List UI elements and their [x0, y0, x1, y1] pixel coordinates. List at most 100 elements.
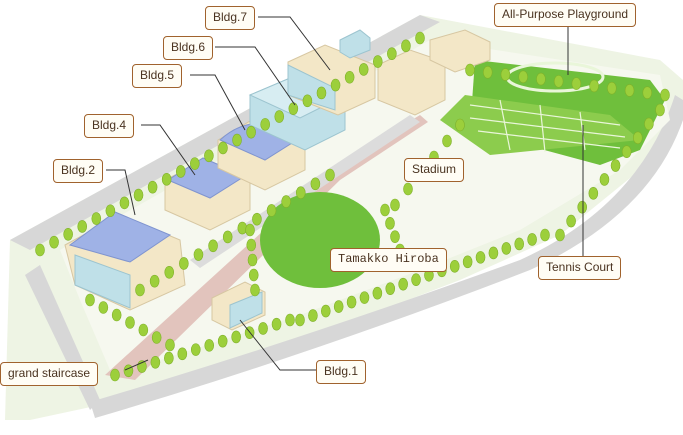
tree — [372, 286, 383, 300]
tree — [285, 313, 295, 327]
tennis-court-label[interactable]: Tennis Court — [538, 256, 622, 280]
tamakko-hiroba-label[interactable]: Tamakko Hiroba — [330, 248, 447, 272]
tree — [175, 165, 186, 178]
tree — [518, 70, 528, 84]
tree — [151, 331, 162, 344]
tree — [119, 196, 130, 210]
tree — [98, 301, 109, 314]
tree — [411, 273, 421, 287]
bldg1-label[interactable]: Bldg.1 — [316, 360, 367, 384]
tree — [231, 330, 241, 344]
tree — [385, 282, 396, 295]
tree — [358, 63, 369, 76]
tree — [85, 293, 95, 307]
tree — [281, 195, 291, 208]
tree — [387, 47, 397, 61]
tree — [252, 212, 262, 226]
tree — [527, 233, 537, 246]
leader-lines — [106, 16, 584, 371]
tree — [325, 168, 335, 182]
tree — [320, 304, 331, 318]
tree — [455, 118, 465, 132]
tree — [123, 364, 134, 378]
tennis-court-area — [440, 95, 640, 155]
tree — [250, 283, 260, 297]
tree — [271, 317, 282, 331]
tree — [465, 63, 475, 77]
tree — [501, 242, 512, 255]
tree — [295, 186, 306, 199]
tree — [449, 260, 460, 273]
tree — [555, 228, 565, 242]
tree — [133, 188, 144, 202]
tree — [588, 187, 599, 200]
tree — [193, 248, 204, 261]
stadium-label[interactable]: Stadium — [404, 158, 465, 182]
tree — [179, 257, 189, 270]
tree — [330, 78, 341, 92]
tree — [204, 339, 215, 352]
tree — [164, 351, 174, 365]
bldg7-building — [287, 29, 376, 116]
playground-label[interactable]: All-Purpose Playground — [494, 3, 637, 27]
tree — [138, 323, 149, 337]
bldg6-label[interactable]: Bldg.6 — [163, 36, 214, 60]
tree — [403, 182, 413, 196]
tree — [266, 204, 277, 217]
tree — [599, 173, 610, 186]
tree — [49, 235, 59, 249]
grand-staircase-label[interactable]: grand staircase — [0, 362, 99, 386]
tree — [77, 220, 88, 233]
tree — [644, 117, 654, 131]
tree — [571, 77, 582, 90]
tree — [589, 79, 599, 93]
bldg4-label[interactable]: Bldg.4 — [84, 114, 135, 138]
tree — [246, 238, 257, 252]
tree — [500, 68, 511, 81]
tree — [540, 228, 550, 242]
tree — [247, 253, 258, 267]
tamakko-hiroba-lawn — [260, 192, 380, 288]
tree — [190, 157, 200, 170]
tennis-court-lines — [469, 99, 626, 153]
tree — [390, 198, 400, 212]
tree — [566, 214, 576, 228]
tree — [632, 131, 643, 145]
tree — [475, 251, 486, 264]
tree — [442, 134, 452, 148]
tree — [91, 212, 102, 225]
tree — [274, 110, 285, 123]
tree — [125, 316, 135, 329]
tree — [105, 204, 116, 218]
tree — [135, 283, 145, 297]
south-road — [90, 95, 683, 418]
bldg7-label[interactable]: Bldg.7 — [205, 6, 256, 30]
bldg5-label[interactable]: Bldg.5 — [132, 64, 183, 88]
tree — [288, 102, 299, 115]
tree — [222, 230, 233, 244]
tree — [63, 227, 73, 241]
bldg2-label[interactable]: Bldg.2 — [53, 159, 104, 183]
tree — [35, 243, 45, 257]
tree — [577, 200, 588, 214]
tree — [642, 86, 653, 100]
tree — [415, 31, 425, 45]
tree — [147, 180, 158, 194]
stadium-building — [377, 29, 491, 116]
tree — [190, 343, 201, 356]
tree — [308, 309, 318, 322]
tree — [380, 203, 390, 217]
tree — [359, 291, 370, 304]
tree — [607, 81, 617, 95]
tree — [302, 94, 313, 108]
tree — [346, 295, 357, 309]
tree — [208, 239, 218, 253]
tree — [482, 65, 493, 79]
tree — [177, 347, 188, 361]
tree — [624, 84, 635, 97]
tree — [248, 268, 259, 282]
tree — [398, 277, 408, 291]
tree — [462, 255, 473, 269]
tree — [245, 223, 255, 237]
